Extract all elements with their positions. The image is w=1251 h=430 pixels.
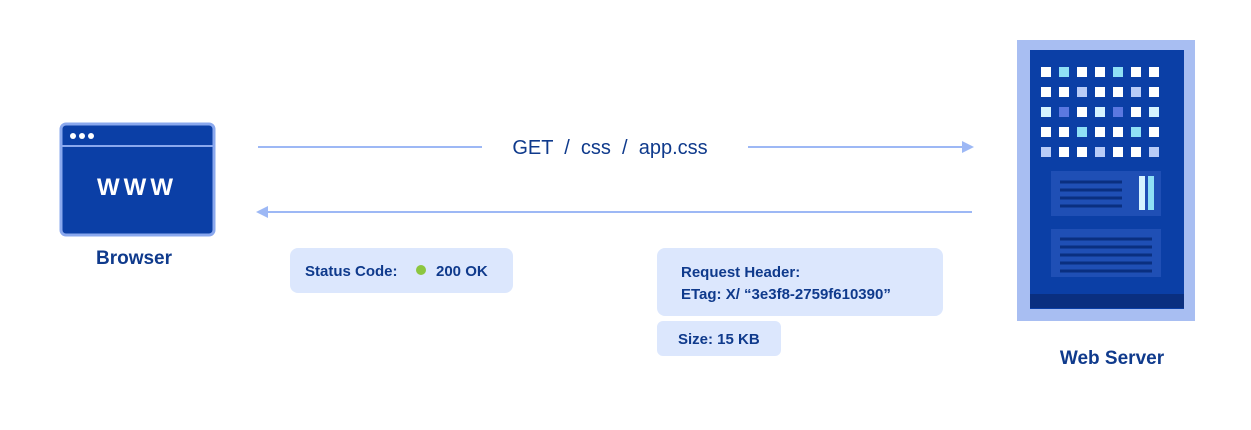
server-light-icon [1077, 127, 1087, 137]
size-box: Size: 15 KB [657, 321, 781, 356]
server-light-icon [1041, 87, 1051, 97]
web-server-icon [1017, 40, 1195, 321]
server-light-icon [1131, 107, 1141, 117]
server-light-icon [1149, 67, 1159, 77]
server-light-icon [1131, 87, 1141, 97]
request-header-box: Request Header: ETag: X/ “3e3f8-2759f610… [657, 248, 943, 316]
server-light-icon [1095, 87, 1105, 97]
server-light-icon [1041, 107, 1051, 117]
server-light-icon [1059, 107, 1069, 117]
window-dot-icon [79, 133, 85, 139]
server-light-icon [1113, 107, 1123, 117]
server-light-icon [1041, 127, 1051, 137]
server-light-icon [1131, 67, 1141, 77]
window-dot-icon [70, 133, 76, 139]
status-code-box: Status Code: 200 OK [290, 248, 513, 293]
status-code-label: Status Code: [305, 263, 398, 280]
server-light-icon [1149, 127, 1159, 137]
server-light-icon [1113, 67, 1123, 77]
request-header-title: Request Header: [681, 264, 800, 281]
browser-window-icon: WWW [59, 122, 216, 237]
server-light-icon [1149, 147, 1159, 157]
server-light-icon [1149, 107, 1159, 117]
window-dot-icon [88, 133, 94, 139]
server-light-icon [1113, 147, 1123, 157]
server-light-icon [1077, 147, 1087, 157]
server-light-icon [1095, 147, 1105, 157]
browser-label: Browser [96, 248, 173, 269]
server-status-lights [1041, 67, 1159, 157]
server-drive-indicator [1139, 176, 1145, 210]
server-light-icon [1095, 127, 1105, 137]
server-light-icon [1149, 87, 1159, 97]
server-light-icon [1131, 147, 1141, 157]
server-light-icon [1059, 67, 1069, 77]
server-light-icon [1095, 67, 1105, 77]
server-light-icon [1113, 87, 1123, 97]
server-light-icon [1095, 107, 1105, 117]
status-code-value: 200 OK [436, 263, 488, 280]
browser-window-glyph: WWW [97, 174, 177, 201]
server-light-icon [1041, 67, 1051, 77]
request-line-text: GET / css / app.css [512, 137, 707, 159]
server-drive-indicator [1148, 176, 1154, 210]
server-light-icon [1059, 127, 1069, 137]
server-light-icon [1059, 147, 1069, 157]
server-light-icon [1113, 127, 1123, 137]
status-ok-dot-icon [416, 265, 426, 275]
web-server-label: Web Server [1060, 348, 1165, 369]
server-light-icon [1041, 147, 1051, 157]
server-light-icon [1131, 127, 1141, 137]
server-light-icon [1077, 107, 1087, 117]
server-light-icon [1077, 87, 1087, 97]
server-light-icon [1059, 87, 1069, 97]
size-text: Size: 15 KB [678, 331, 760, 348]
server-light-icon [1077, 67, 1087, 77]
etag-value: ETag: X/ “3e3f8-2759f610390” [681, 286, 891, 303]
server-drive-bay [1051, 229, 1161, 277]
